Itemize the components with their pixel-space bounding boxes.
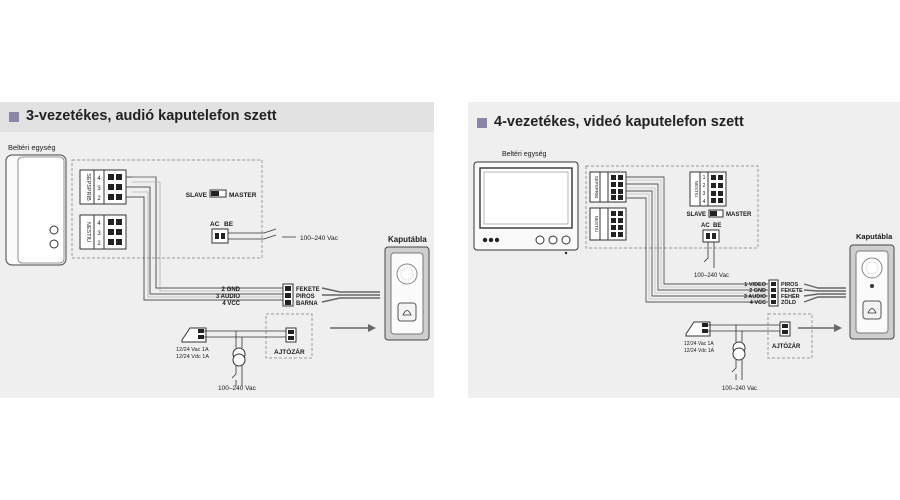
right-block3-num: 4 bbox=[703, 199, 706, 205]
left-master-label: MASTER bbox=[229, 192, 257, 199]
right-block1-screws bbox=[607, 171, 627, 203]
right-color4: ZÖLD bbox=[781, 299, 796, 306]
left-lock-label: AJTÓZÁR bbox=[274, 347, 305, 356]
left-button-icon bbox=[49, 239, 59, 249]
right-block3-num: 2 bbox=[703, 183, 706, 189]
right-block2-screws bbox=[607, 207, 627, 241]
left-mains2-label: 100–240 Vac bbox=[218, 385, 257, 392]
left-terminal-area bbox=[71, 159, 263, 259]
left-psu1: 12/24 Vac 1A bbox=[176, 347, 209, 353]
left-block1-num: 2 bbox=[97, 196, 101, 202]
left-bell-button-icon bbox=[397, 302, 417, 322]
left-title-bar bbox=[0, 102, 434, 132]
left-panel: 3-vezetékes, audió kaputelefon szett Bel… bbox=[0, 102, 434, 398]
left-indoor-label: Beltéri egység bbox=[8, 143, 56, 152]
right-color1: PIROS bbox=[781, 282, 798, 288]
right-panel: 4-vezetékes, videó kaputelefon szett Bel… bbox=[468, 102, 900, 398]
right-block3-num: 1 bbox=[703, 175, 706, 181]
right-lock-area bbox=[767, 313, 813, 359]
right-color3: FEHÉR bbox=[781, 292, 800, 300]
title-square-icon bbox=[9, 112, 19, 122]
right-color2: FEKETE bbox=[781, 288, 803, 294]
left-block2-num: 2 bbox=[97, 241, 101, 247]
right-wire1: 1 VIDEO bbox=[744, 282, 766, 288]
right-wire2: 2 GND bbox=[749, 288, 766, 294]
left-block2-num: 3 bbox=[97, 231, 101, 237]
left-block1-label: SEPSPRIB bbox=[85, 173, 91, 201]
left-mains-label: 100–240 Vac bbox=[300, 235, 339, 242]
right-outdoor-label: Kaputábla bbox=[856, 232, 893, 241]
right-indoor-label: Beltéri egység bbox=[502, 151, 546, 158]
right-block2-label: NESTIU bbox=[594, 216, 599, 233]
right-title-bar bbox=[468, 102, 900, 132]
right-slave-label: SLAVE bbox=[686, 212, 706, 218]
right-mains-label: 100–240 Vac bbox=[694, 273, 729, 279]
right-block3-screws bbox=[707, 171, 727, 207]
left-psu2: 12/24 Vdc 1A bbox=[176, 354, 209, 360]
left-handset bbox=[17, 156, 65, 264]
right-button-icon bbox=[535, 235, 545, 245]
left-wire1: 2 GND bbox=[222, 287, 241, 293]
right-mains2-label: 100–240 Vac bbox=[722, 386, 757, 392]
left-button-icon bbox=[49, 225, 59, 235]
right-lock-terminal bbox=[779, 321, 791, 337]
left-color1: FEKETE bbox=[296, 287, 320, 293]
left-block1-num: 4 bbox=[97, 176, 101, 182]
left-wire3: 4 VCC bbox=[222, 301, 240, 307]
left-power-terminal bbox=[211, 228, 229, 244]
left-ac-label: AC bbox=[210, 221, 220, 228]
right-terminal-area bbox=[585, 165, 759, 249]
right-camera-icon bbox=[870, 284, 874, 288]
left-be-label: BE bbox=[224, 221, 234, 228]
left-speaker-icon bbox=[396, 263, 418, 285]
right-button-icon bbox=[561, 235, 571, 245]
right-outdoor-terminal bbox=[768, 279, 779, 307]
right-wire4: 4 VCC bbox=[750, 300, 766, 306]
right-block3-label: NESTIU bbox=[694, 181, 699, 198]
right-lock-label: AJTÓZÁR bbox=[772, 342, 801, 350]
left-block1-screws bbox=[103, 169, 127, 205]
right-title: 4-vezetékes, videó kaputelefon szett bbox=[494, 114, 744, 130]
left-lock-terminal bbox=[285, 327, 297, 343]
right-block3-num: 3 bbox=[703, 191, 706, 197]
right-be-label: BE bbox=[713, 223, 721, 229]
right-button-icon bbox=[548, 235, 558, 245]
right-psu2: 12/24 Vdc 1A bbox=[684, 348, 715, 354]
title-square-icon bbox=[477, 118, 487, 128]
left-wire2: 3 AUDIO bbox=[216, 294, 240, 300]
left-block2-label: NESTIU bbox=[85, 222, 91, 242]
left-color2: PIROS bbox=[296, 294, 315, 300]
left-block1-num: 3 bbox=[97, 186, 101, 192]
left-color3: BARNA bbox=[296, 301, 318, 307]
right-power-terminal bbox=[702, 229, 720, 243]
right-diagram: Beltéri egység SEPSPRIB NESTIU NESTIU 1 … bbox=[473, 151, 895, 392]
left-diagram: Beltéri egység SEPSPRIB 4 3 2 NESTIU 4 3… bbox=[5, 143, 430, 392]
right-psu1: 12/24 Vac 1A bbox=[684, 341, 714, 347]
right-bell-button-icon bbox=[862, 300, 882, 320]
left-lock-area bbox=[265, 313, 313, 359]
left-block2-num: 4 bbox=[97, 221, 101, 227]
left-slave-label: SLAVE bbox=[186, 192, 208, 199]
right-master-label: MASTER bbox=[726, 212, 752, 218]
left-block2-screws bbox=[103, 214, 127, 250]
right-wire3: 3 AUDIO bbox=[744, 294, 767, 300]
right-speaker-icon bbox=[861, 257, 883, 279]
right-block1-label: SEPSPRIB bbox=[594, 176, 599, 199]
left-outdoor-label: Kaputábla bbox=[388, 235, 427, 244]
left-title: 3-vezetékes, audió kaputelefon szett bbox=[26, 108, 277, 124]
right-ac-label: AC bbox=[701, 223, 710, 229]
